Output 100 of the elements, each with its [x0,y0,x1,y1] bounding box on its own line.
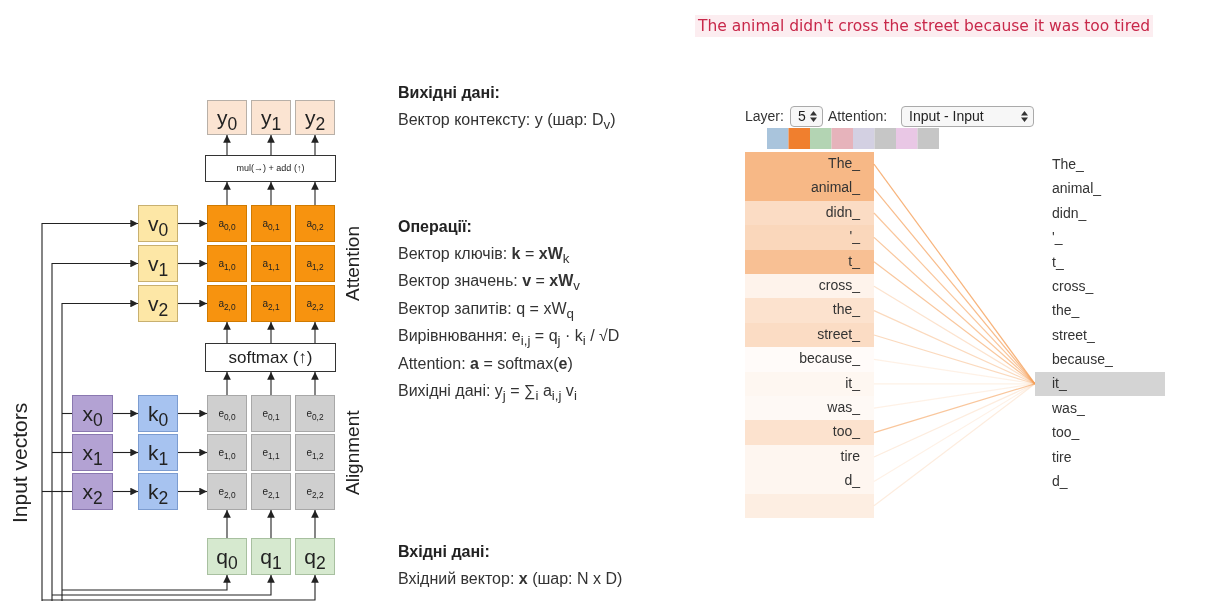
section-heading: Вихідні дані: [398,84,500,102]
value-vector-box: v$_{1}$ [138,245,178,282]
key-vector-box: k$_{2}$ [138,473,178,510]
arrow [51,574,275,596]
axis-label: Input vectors [8,401,32,526]
attention-weight-cell: a$_{0,1}$ [251,205,291,242]
token-label: was_ [1052,399,1085,418]
token-label: d_ [1052,472,1068,492]
token-label: animal_ [1052,179,1102,199]
arrow [223,509,231,539]
value-vector-box: v$_{2}$ [138,285,178,322]
alignment-score-cell: e$_{0,1}$ [251,395,291,432]
formula-line: Вектор ключів: k = xW$_{k}$ [398,245,570,267]
formula-line: Вихідні дані: y$_{j}$ = ∑$_{i}$ a$_{i,j}$ v$_{i}$ [398,382,577,404]
token-label: tire [1052,447,1072,467]
output-vector-box: y$_{0}$ [207,100,247,135]
axis-label: Alignment [342,409,364,497]
arrow [112,448,139,457]
attention-weight-cell: a$_{1,0}$ [207,245,247,282]
attention-weight-cell: a$_{0,0}$ [207,205,247,242]
attention-line [873,261,1036,385]
token-label: didn_ [1052,203,1087,223]
alignment-score-cell: e$_{1,0}$ [207,434,247,471]
token-label: cross_ [1052,277,1094,296]
formula-line: Вхідний вектор: x (шар: N x D) [398,570,623,588]
formula-line: Вектор значень: v = xW$_{v}$ [398,272,580,294]
arrow [177,487,208,496]
arrow [311,181,319,206]
attention-line [873,383,1036,458]
token-row: street_ [745,322,874,348]
attention-weight-cell: a$_{2,1}$ [251,285,291,322]
output-vector-box: y$_{2}$ [295,100,335,135]
attention-weight-cell: a$_{1,1}$ [251,245,291,282]
arrow [267,509,275,539]
alignment-score-cell: e$_{2,0}$ [207,473,247,510]
token-label: The_ [1052,155,1084,174]
query-vector-box: q$_{0}$ [207,538,247,575]
arrow [177,409,208,418]
control-label: Layer: [745,108,784,124]
token-row: tire [745,444,874,470]
operation-box: mul(→) + add (↑) [205,155,336,182]
formula-line: Вирівнювання: e$_{i,j}$ = q$_{j}$ · k$_{i}$ / √D [398,327,620,349]
token-label: because_ [1052,350,1113,370]
operation-box: softmax (↑) [205,343,336,372]
arrow [311,321,319,344]
query-vector-box: q$_{1}$ [251,538,291,575]
alignment-score-cell: e$_{0,2}$ [295,395,335,432]
arrow [177,219,208,228]
token-row: because_ [745,347,874,372]
input-vector-box: x$_{0}$ [72,395,113,432]
input-vector-box: x$_{1}$ [72,434,113,471]
token-row: d_ [745,469,874,494]
attention-weight-cell: a$_{2,2}$ [295,285,335,322]
attention-weight-cell: a$_{2,0}$ [207,285,247,322]
arrow [267,321,275,344]
token-row: didn_ [745,200,874,226]
token-label: the_ [1052,301,1080,321]
attention-line [873,310,1036,385]
token-row: the_ [745,298,874,323]
token-row: was_ [745,396,874,421]
token-row [745,493,874,518]
arrow [51,259,139,601]
token-row: animal_ [745,176,874,201]
dropdown-select: 5 [790,106,823,127]
alignment-score-cell: e$_{1,2}$ [295,434,335,471]
arrow [61,299,139,601]
alignment-score-cell: e$_{0,0}$ [207,395,247,432]
arrow [112,487,139,496]
token-row: t_ [745,249,874,274]
arrow [311,371,319,396]
axis-label: Attention [342,225,364,304]
alignment-score-cell: e$_{2,1}$ [251,473,291,510]
alignment-score-cell: e$_{2,2}$ [295,473,335,510]
token-row: '_ [745,225,874,250]
value-vector-box: v$_{0}$ [138,205,178,242]
attention-weight-cell: a$_{1,2}$ [295,245,335,282]
token-label: street_ [1052,325,1095,345]
arrow [223,181,231,206]
attention-weight-cell: a$_{0,2}$ [295,205,335,242]
token-row: too_ [745,420,874,445]
arrow [177,299,208,308]
section-heading: Операції: [398,218,472,236]
token-label: t_ [1052,252,1064,272]
formula-line: Вектор контексту: y (шар: D$_{v}$) [398,111,616,133]
arrow [177,448,208,457]
query-vector-box: q$_{2}$ [295,538,335,575]
token-row: The_ [745,152,874,177]
key-vector-box: k$_{0}$ [138,395,178,432]
arrow [223,134,231,156]
arrow [61,574,231,591]
token-row: it_ [745,371,874,396]
dropdown-select: Input - Input [901,106,1034,127]
token-label: '_ [1052,228,1063,248]
formula-line: Вектор запитів: q = xW$_{q}$ [398,299,574,321]
section-heading: Вхідні дані: [398,543,490,561]
control-label: Attention: [828,108,888,124]
arrow [41,574,319,601]
highlighted-token: it_ [1035,371,1165,396]
arrow [223,321,231,344]
arrow [177,259,208,268]
